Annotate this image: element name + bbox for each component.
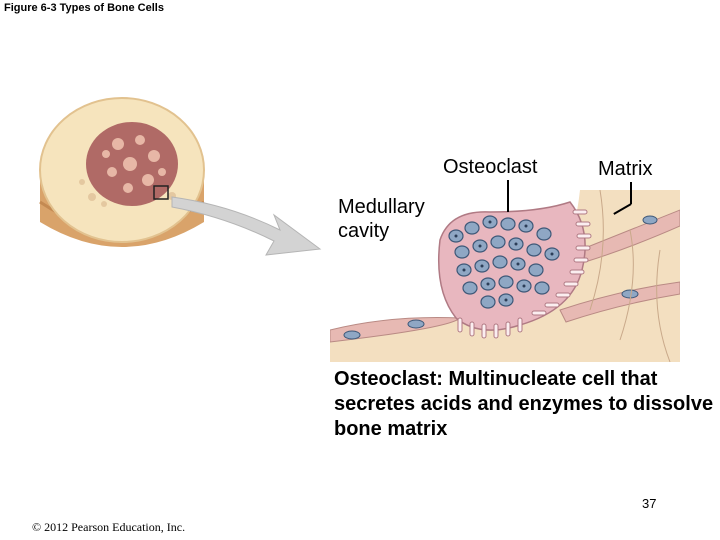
matrix-label: Matrix [598, 158, 653, 180]
osteoclast-leader-line [507, 180, 509, 212]
matrix-leader-line [630, 182, 632, 204]
magnification-arrow [171, 196, 322, 256]
osteoclast-micrograph-illustration [330, 190, 680, 362]
caption: Osteoclast: Multinucleate cell that secr… [334, 368, 714, 440]
osteoclast-label: Osteoclast [443, 156, 538, 178]
page-number: 37 [642, 496, 657, 511]
bone-cross-section-illustration [39, 97, 205, 247]
figure-title: Figure 6-3 Types of Bone Cells [4, 2, 164, 14]
copyright-notice: © 2012 Pearson Education, Inc. [32, 520, 186, 534]
medullary-cavity-label: Medullary cavity [338, 196, 425, 242]
